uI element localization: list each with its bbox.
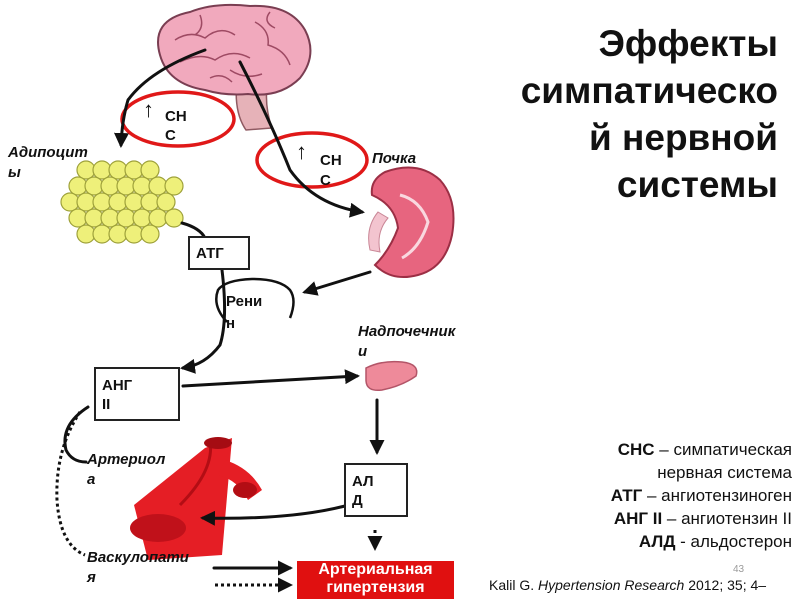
adrenal-gland-illustration [365, 360, 418, 392]
label-line: АЛ [352, 473, 374, 490]
fat-cell [108, 224, 128, 244]
ald-box: АЛ Д [344, 463, 408, 517]
legend-entry: нервная система [657, 463, 792, 482]
fat-cell [108, 192, 128, 212]
fat-cell [124, 160, 144, 180]
legend-entry: СНС – симпатическая [617, 440, 792, 459]
label-line: Артериальная [318, 561, 433, 578]
legend-entry: АНГ II – ангиотензин II [613, 509, 792, 528]
arterial-hypertension-box: Артериальная гипертензия [297, 561, 454, 599]
label-line: Надпочечник [358, 323, 456, 340]
fat-cell [116, 176, 136, 196]
arteriole-illustration [130, 437, 262, 560]
label-line: Артериол [87, 451, 166, 468]
fat-cell [92, 160, 112, 180]
fat-cell [68, 208, 88, 228]
fat-cell [116, 208, 136, 228]
renin-bracket [215, 277, 295, 323]
adrenal-label: Надпочечник и [358, 322, 455, 362]
fat-cell [140, 224, 160, 244]
fat-cell [76, 224, 96, 244]
atg-box: АТГ [188, 236, 250, 270]
arrow-brain-to-kidney [238, 60, 365, 218]
slide-title: Эффекты симпатическо й нервной системы [478, 20, 778, 208]
label-line: гипертензия [326, 579, 425, 596]
dotted-arrows [55, 411, 383, 593]
renin-label: Рени н [226, 291, 262, 335]
citation: Kalil G. Hypertension Research 2012; 35;… [489, 577, 767, 593]
adipocytes-label: Адипоцит ы [8, 143, 88, 183]
label-line: Васкулопати [87, 549, 189, 566]
title-line: системы [616, 164, 778, 205]
arteriole-label: Артериол а [87, 450, 165, 490]
sns-label-line: СН [165, 108, 187, 125]
label-line: АНГ [102, 377, 133, 394]
fat-cell [132, 208, 152, 228]
fat-cell [148, 176, 168, 196]
slide-number: 43 [733, 564, 745, 575]
fat-cell [100, 176, 120, 196]
label-line: и [358, 343, 368, 360]
label-line: Адипоцит [8, 144, 88, 161]
arrows [63, 48, 385, 576]
fat-cell [76, 192, 96, 212]
label-line: Д [352, 492, 363, 509]
kidney-illustration [368, 166, 455, 278]
fat-cell [140, 192, 160, 212]
label-line: ы [8, 164, 21, 181]
label-line: II [102, 396, 111, 413]
title-line: Эффекты [598, 23, 778, 64]
arrow-ald-to-arteriole [200, 504, 347, 526]
ang-ii-box: АНГ II [94, 367, 180, 421]
title-line: й нервной [589, 117, 778, 158]
fat-cell [132, 176, 152, 196]
fat-cell [124, 192, 144, 212]
label-line: н [226, 315, 236, 332]
label-line: я [87, 569, 96, 586]
fat-cell [164, 208, 184, 228]
sns-label-line: СН [320, 152, 342, 169]
arrow-brain-to-adipocytes [113, 48, 207, 148]
fat-cell [84, 208, 104, 228]
label-line: Рени [226, 293, 263, 310]
sns-highlight-ring-left [120, 90, 236, 148]
sns-highlight-ring-right [255, 131, 369, 189]
fat-cell [148, 208, 168, 228]
sns-label-line: С [165, 127, 176, 144]
title-line: симпатическо [520, 70, 778, 111]
arrow-kidney-to-renin [302, 270, 372, 296]
fat-cell [92, 224, 112, 244]
dotted-line-ang-to-vasculopathy [55, 411, 86, 557]
adipocyte-cluster-illustration [60, 160, 184, 244]
brain-illustration [157, 3, 312, 131]
fat-cell [60, 192, 80, 212]
fat-cell [124, 224, 144, 244]
sns-label-line: С [320, 172, 331, 189]
arrow-atg-to-ang [180, 268, 227, 374]
fat-cell [140, 160, 160, 180]
legend-entry: АЛД - альдостерон [638, 532, 792, 551]
abbreviation-legend: СНС – симпатическая нервная система АТГ … [492, 438, 792, 553]
vasculopathy-label: Васкулопати я [87, 548, 189, 588]
fat-cell [100, 208, 120, 228]
fat-cell [164, 176, 184, 196]
up-arrow-icon: ↑ [143, 97, 154, 122]
up-arrow-icon: ↑ [296, 139, 307, 164]
arrow-ang-to-adrenal [181, 369, 360, 388]
kidney-label: Почка [372, 150, 417, 167]
label-line: а [87, 471, 96, 488]
fat-cell [156, 192, 176, 212]
legend-entry: АТГ – ангиотензиноген [610, 486, 792, 505]
fat-cell [108, 160, 128, 180]
fat-cell [92, 192, 112, 212]
